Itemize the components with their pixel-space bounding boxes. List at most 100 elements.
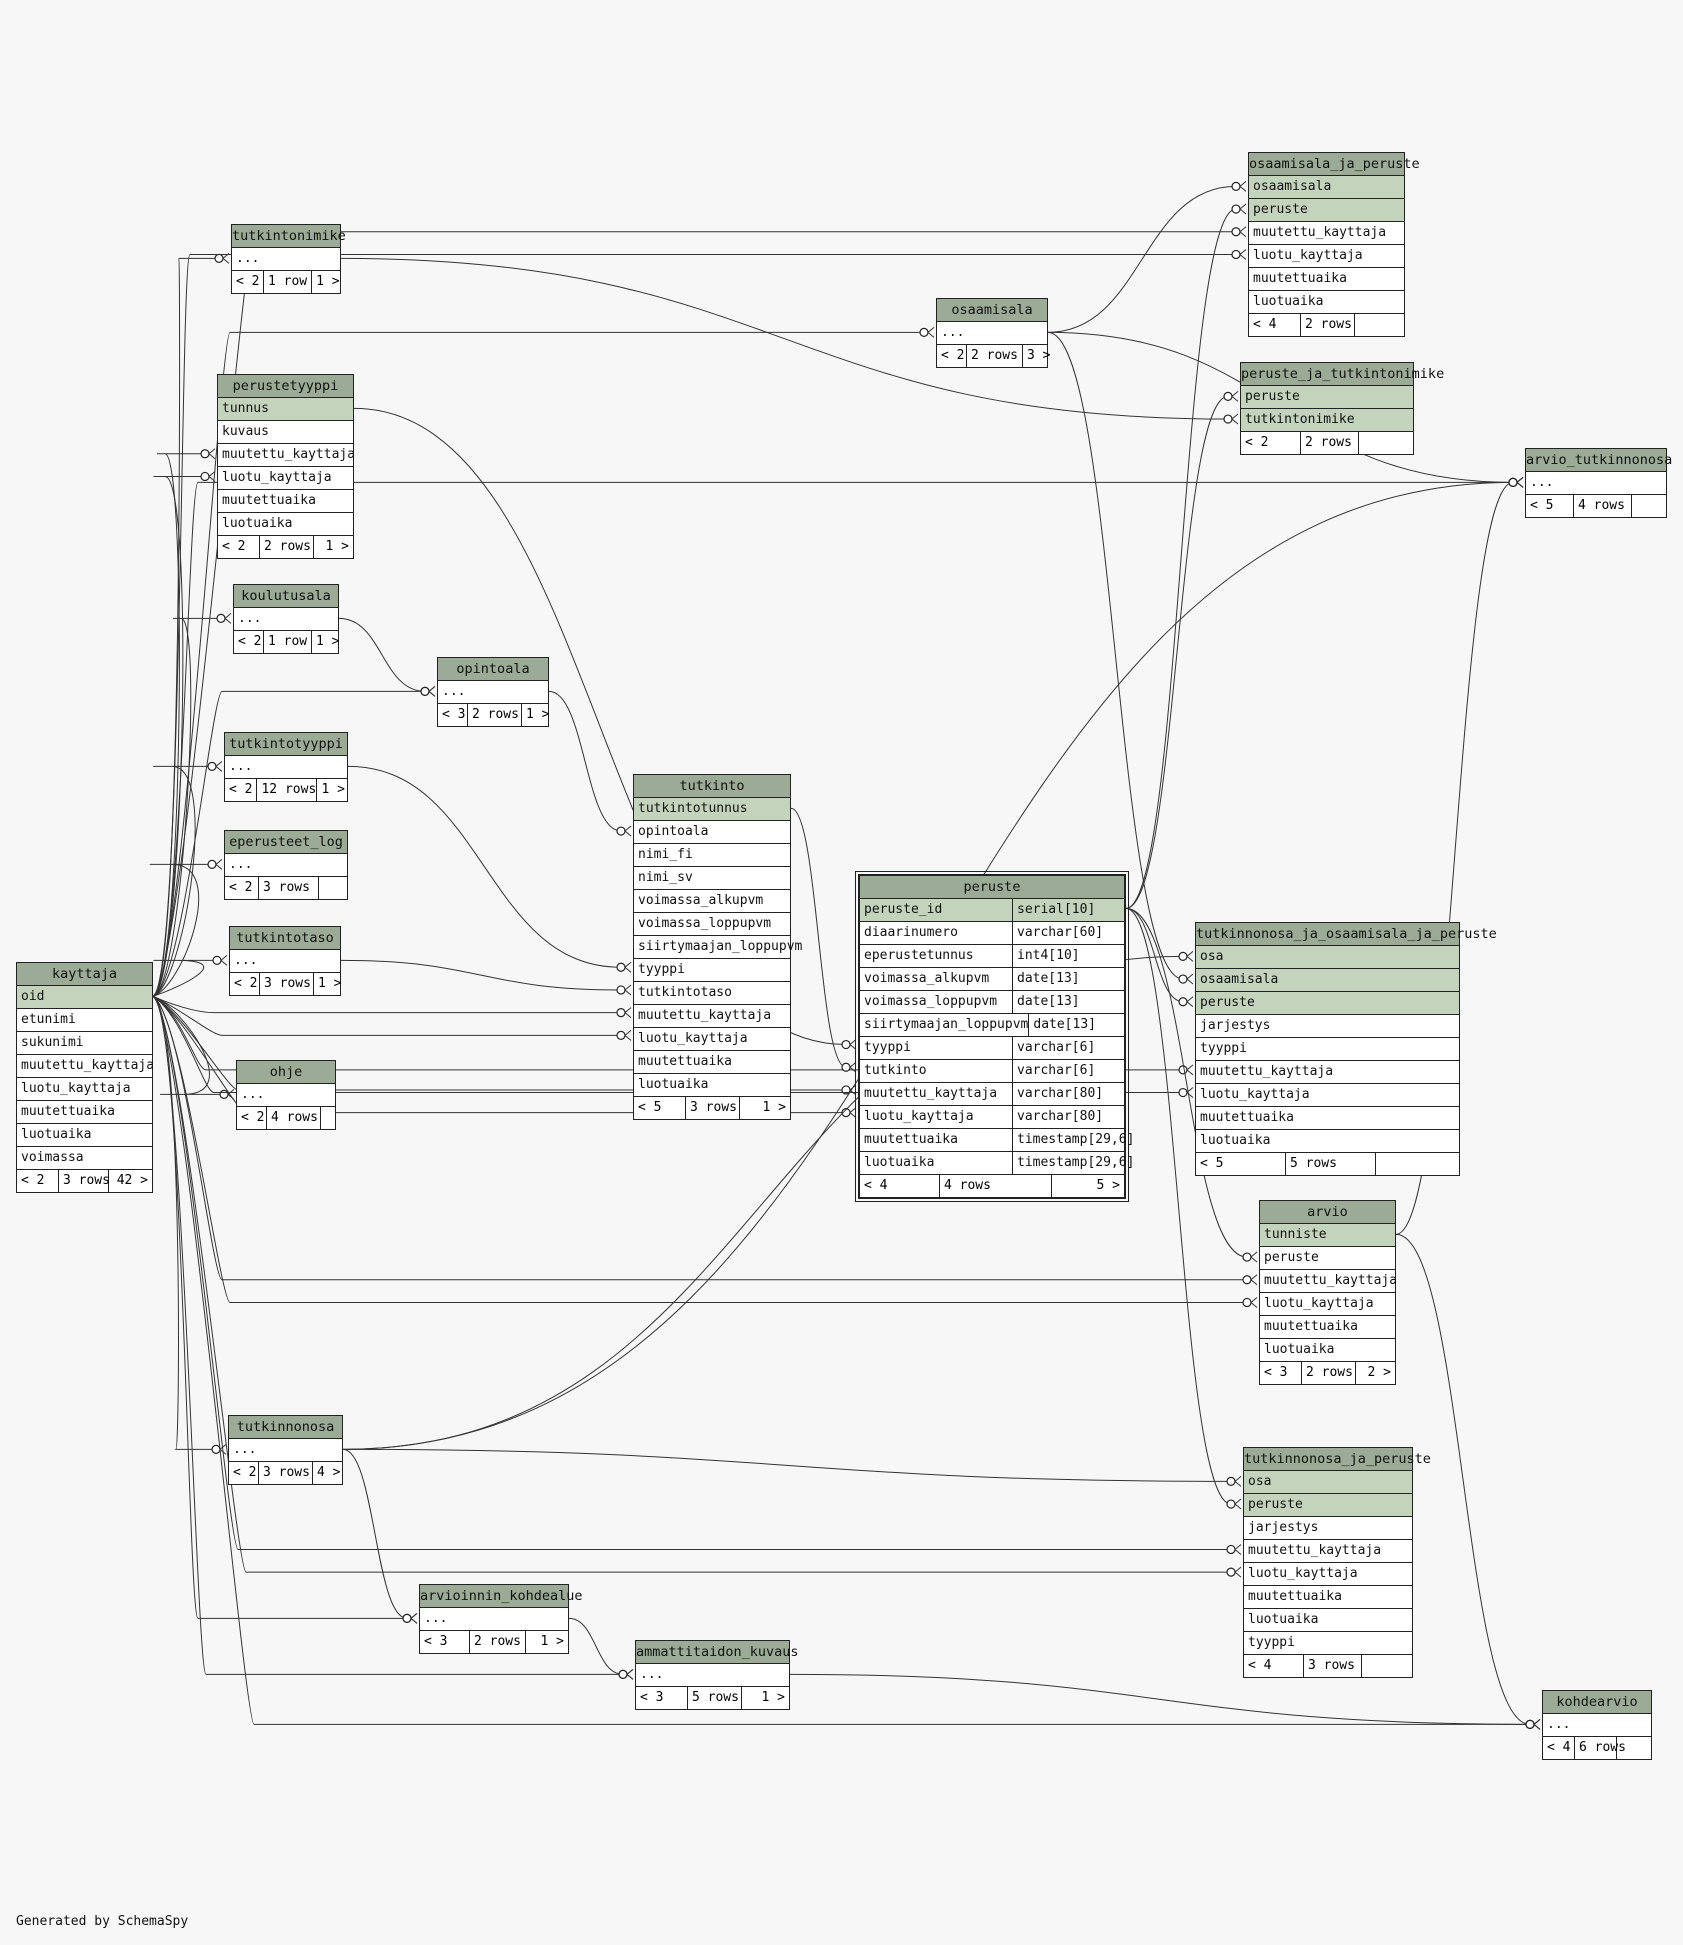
column-row[interactable]: peruste: [1244, 1494, 1412, 1517]
children-count[interactable]: 3 >: [1026, 348, 1051, 363]
column-row[interactable]: osa: [1196, 946, 1459, 969]
table-title[interactable]: peruste_ja_tutkintonimike: [1241, 363, 1444, 386]
column-row[interactable]: luotuaika: [1249, 291, 1404, 314]
column-row[interactable]: tyyppi: [634, 959, 790, 982]
column-row[interactable]: luotuaika: [1196, 1130, 1459, 1153]
row-count[interactable]: 5 rows: [688, 1687, 742, 1709]
column-row[interactable]: luotu_kayttaja: [1249, 245, 1404, 268]
children-count[interactable]: 5 >: [1096, 1178, 1120, 1193]
column-row[interactable]: muutettuaika: [634, 1051, 790, 1074]
row-count[interactable]: 12 rows: [257, 779, 318, 801]
table-title[interactable]: osaamisala: [937, 299, 1047, 322]
column-row[interactable]: luotuaika: [1244, 1609, 1412, 1632]
parents-count[interactable]: < 3: [438, 704, 468, 726]
column-row[interactable]: luotu_kayttaja: [1196, 1084, 1459, 1107]
more-columns-row[interactable]: ...: [438, 681, 548, 704]
table-title[interactable]: osaamisala_ja_peruste: [1249, 153, 1420, 176]
row-count[interactable]: 2 rows: [1301, 432, 1359, 454]
column-row[interactable]: luotu_kayttaja: [1244, 1563, 1412, 1586]
table-title[interactable]: koulutusala: [234, 585, 338, 608]
column-row[interactable]: luotuaika: [1260, 1339, 1395, 1362]
table-title[interactable]: opintoala: [438, 658, 548, 681]
parents-count[interactable]: < 2: [1241, 432, 1301, 454]
column-row[interactable]: peruste: [1249, 199, 1404, 222]
column-row[interactable]: oid: [17, 986, 152, 1009]
column-row[interactable]: jarjestys: [1244, 1517, 1412, 1540]
row-count[interactable]: 2 rows: [967, 345, 1023, 367]
more-columns-row[interactable]: ...: [230, 950, 340, 973]
parents-count[interactable]: < 2: [225, 779, 258, 801]
row-count[interactable]: 3 rows: [1304, 1655, 1362, 1677]
children-count[interactable]: [1632, 495, 1666, 517]
column-row[interactable]: tutkintotaso: [634, 982, 790, 1005]
table-title[interactable]: arvioinnin_kohdealue: [420, 1585, 583, 1608]
parents-count[interactable]: < 2: [218, 536, 260, 558]
column-row[interactable]: muutettu_kayttaja: [17, 1055, 154, 1078]
children-count[interactable]: 1 >: [316, 274, 340, 289]
column-row[interactable]: luotu_kayttaja: [17, 1078, 152, 1101]
children-count[interactable]: 1 >: [318, 976, 342, 991]
column-row[interactable]: etunimi: [17, 1009, 152, 1032]
column-row[interactable]: peruste: [1260, 1247, 1395, 1270]
more-columns-row[interactable]: ...: [237, 1084, 335, 1107]
children-count[interactable]: [1376, 1153, 1459, 1175]
column-row[interactable]: kuvaus: [218, 421, 353, 444]
table-title[interactable]: ohje: [237, 1061, 335, 1084]
column-row[interactable]: voimassa_loppupvm: [634, 913, 790, 936]
table-title[interactable]: tutkinnonosa: [229, 1416, 342, 1439]
table-title[interactable]: kayttaja: [17, 963, 152, 986]
children-count[interactable]: 4 >: [317, 1465, 341, 1480]
column-row[interactable]: luotuaika: [17, 1124, 152, 1147]
more-columns-row[interactable]: ...: [229, 1439, 342, 1462]
row-count[interactable]: 4 rows: [1574, 495, 1632, 517]
children-count[interactable]: 1 >: [321, 782, 345, 797]
column-row[interactable]: tunnus: [218, 398, 353, 421]
parents-count[interactable]: < 4: [1543, 1737, 1575, 1759]
row-count[interactable]: 3 rows: [260, 973, 314, 995]
column-row[interactable]: sukunimi: [17, 1032, 152, 1055]
column-row[interactable]: muutettuaika: [1196, 1107, 1459, 1130]
column-row[interactable]: tutkintonimike: [1241, 409, 1413, 432]
column-row[interactable]: nimi_fi: [634, 844, 790, 867]
parents-count[interactable]: < 4: [860, 1175, 940, 1197]
column-row[interactable]: luotu_kayttaja: [634, 1028, 790, 1051]
column-row[interactable]: tutkintotunnus: [634, 798, 790, 821]
row-count[interactable]: 2 rows: [468, 704, 522, 726]
more-columns-row[interactable]: ...: [225, 756, 347, 779]
children-count[interactable]: 1 >: [761, 1690, 785, 1705]
row-count[interactable]: 6 rows: [1575, 1737, 1626, 1759]
parents-count[interactable]: < 3: [420, 1631, 470, 1653]
table-title[interactable]: ammattitaidon_kuvaus: [636, 1641, 799, 1664]
column-row[interactable]: tunniste: [1260, 1224, 1395, 1247]
parents-count[interactable]: < 2: [229, 1462, 259, 1484]
column-row[interactable]: muutettuaika: [1249, 268, 1404, 291]
column-row[interactable]: siirtymaajan_loppupvm: [634, 936, 802, 959]
row-count[interactable]: 5 rows: [1286, 1153, 1376, 1175]
column-row[interactable]: muutettuaika: [1244, 1586, 1412, 1609]
parents-count[interactable]: < 2: [937, 345, 967, 367]
column-row[interactable]: muutettu_kayttaja: [218, 444, 355, 467]
row-count[interactable]: 3 rows: [59, 1170, 110, 1192]
parents-count[interactable]: < 3: [1260, 1362, 1302, 1384]
column-row[interactable]: osaamisala: [1196, 969, 1459, 992]
children-count[interactable]: [321, 1107, 335, 1129]
column-row[interactable]: muutettuaika: [1260, 1316, 1395, 1339]
